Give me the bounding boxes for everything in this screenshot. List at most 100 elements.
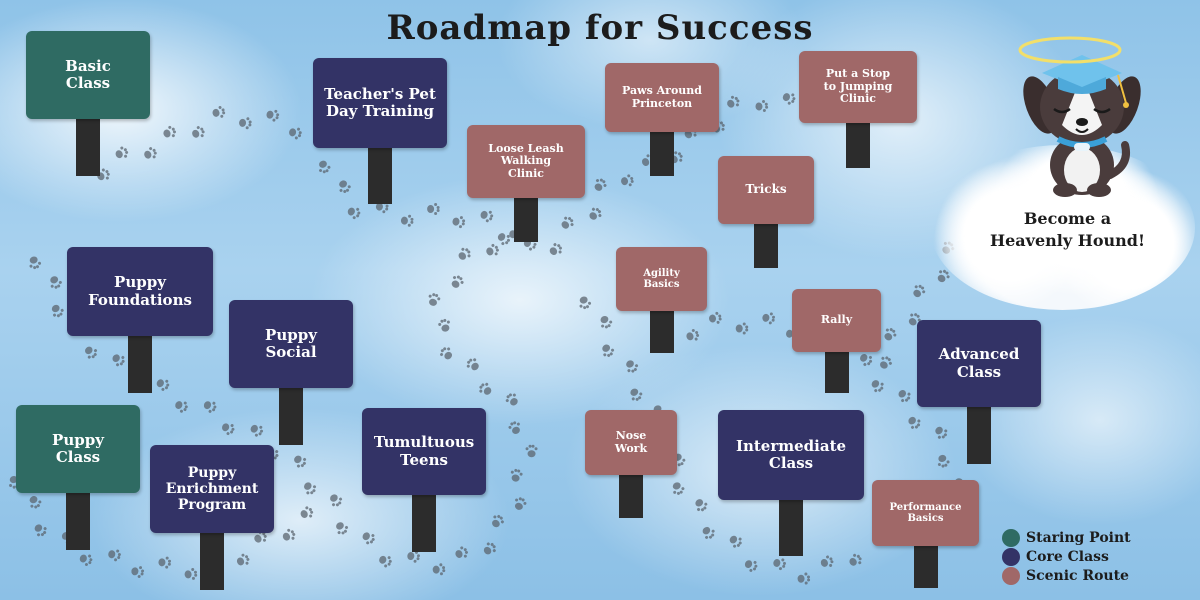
paw-print-icon xyxy=(483,542,496,555)
paw-print-icon xyxy=(937,269,950,283)
paw-print-icon xyxy=(602,344,615,357)
sign-post xyxy=(200,533,224,590)
sign-post xyxy=(967,407,991,464)
sign-post xyxy=(846,123,870,168)
paw-print-icon xyxy=(221,423,235,436)
sign-label-line: Rally xyxy=(820,313,853,327)
paw-print-icon xyxy=(744,560,758,572)
paw-print-icon xyxy=(510,468,523,482)
sign-label-line: Basic xyxy=(65,56,111,75)
legend-swatch xyxy=(1002,528,1020,547)
sign-label-line: Put a Stop xyxy=(825,67,891,81)
paw-print-icon xyxy=(600,315,613,329)
sign-label-line: Program xyxy=(177,497,247,514)
sign-post xyxy=(514,198,538,242)
paw-print-icon xyxy=(294,455,307,468)
legend-swatch xyxy=(1002,566,1020,585)
paw-print-icon xyxy=(212,105,226,118)
sign-label-line: Class xyxy=(55,448,101,466)
sign-label-line: Clinic xyxy=(507,166,544,180)
paw-print-icon xyxy=(514,497,527,510)
sign-label-line: Class xyxy=(956,362,1002,381)
paw-print-icon xyxy=(438,318,450,332)
sign-label-line: Class xyxy=(768,454,814,472)
sign-label-line: Class xyxy=(65,74,111,92)
paw-print-icon xyxy=(702,526,715,539)
sign-label-line: Princeton xyxy=(631,96,693,110)
paw-print-icon xyxy=(782,93,796,105)
legend-item-starting-point: Staring Point xyxy=(1002,528,1131,547)
goal-line-1: Become a xyxy=(1023,209,1112,228)
paw-print-icon xyxy=(428,293,441,306)
paw-print-icon xyxy=(144,147,157,159)
paw-print-icon xyxy=(630,388,643,401)
legend-label: Core Class xyxy=(1026,548,1109,565)
paw-print-icon xyxy=(492,514,504,528)
legend-item-core-class: Core Class xyxy=(1002,547,1131,566)
sign-board: Rally xyxy=(792,289,881,352)
paw-print-icon xyxy=(762,312,776,325)
paw-print-icon xyxy=(400,214,414,227)
paw-print-icon xyxy=(898,390,911,403)
sign-label-line: Foundations xyxy=(88,290,192,309)
paw-print-icon xyxy=(525,444,538,458)
paw-print-icon xyxy=(549,243,562,256)
paw-print-icon xyxy=(347,207,361,220)
sign-post xyxy=(66,493,90,550)
page-title: Roadmap for Success xyxy=(386,8,814,48)
paw-print-icon xyxy=(773,558,786,571)
sign-label-line: Enrichment xyxy=(165,480,259,497)
paw-print-icon xyxy=(85,346,98,359)
paw-print-icon xyxy=(908,313,921,326)
paw-print-icon xyxy=(112,354,125,367)
paw-print-icon xyxy=(432,563,446,576)
sign-post xyxy=(649,311,674,353)
paw-print-icon xyxy=(362,532,375,545)
sign-label-line: Agility xyxy=(643,267,680,279)
paw-print-icon xyxy=(175,401,188,413)
paw-print-icon xyxy=(458,247,471,260)
sign-label-line: Basics xyxy=(643,279,680,290)
sign-label-line: Tumultuous xyxy=(373,433,475,452)
paw-print-icon xyxy=(820,555,834,567)
paw-print-icon xyxy=(486,243,499,256)
paw-print-icon xyxy=(289,127,302,140)
sign-label-line: Loose Leash xyxy=(488,141,564,155)
paw-print-icon xyxy=(34,524,47,537)
paw-print-icon xyxy=(300,506,314,518)
sign-label-line: Day Training xyxy=(325,102,435,120)
goal-line-2: Heavenly Hound! xyxy=(990,230,1145,250)
paw-print-icon xyxy=(621,174,634,187)
paw-print-icon xyxy=(880,356,892,369)
paw-print-icon xyxy=(158,556,172,569)
legend-label: Scenic Route xyxy=(1026,567,1129,584)
sign-post xyxy=(619,475,643,518)
legend-item-scenic-route: Scenic Route xyxy=(1002,566,1131,585)
paw-print-icon xyxy=(908,416,921,429)
sign-post xyxy=(368,148,392,204)
graduate-dog-icon xyxy=(1018,36,1141,197)
paw-print-icon xyxy=(330,494,343,507)
sign-label-line: Social xyxy=(265,343,317,361)
paw-print-icon xyxy=(192,126,205,138)
paw-print-icon xyxy=(29,256,42,270)
sign-label-line: Puppy xyxy=(114,273,166,292)
paw-print-icon xyxy=(319,160,331,174)
paw-print-icon xyxy=(672,482,685,495)
paw-print-icon xyxy=(254,530,267,543)
sign-post xyxy=(128,336,152,393)
paw-print-icon xyxy=(29,496,42,509)
paw-print-icon xyxy=(407,550,420,563)
paw-print-icon xyxy=(727,95,740,108)
